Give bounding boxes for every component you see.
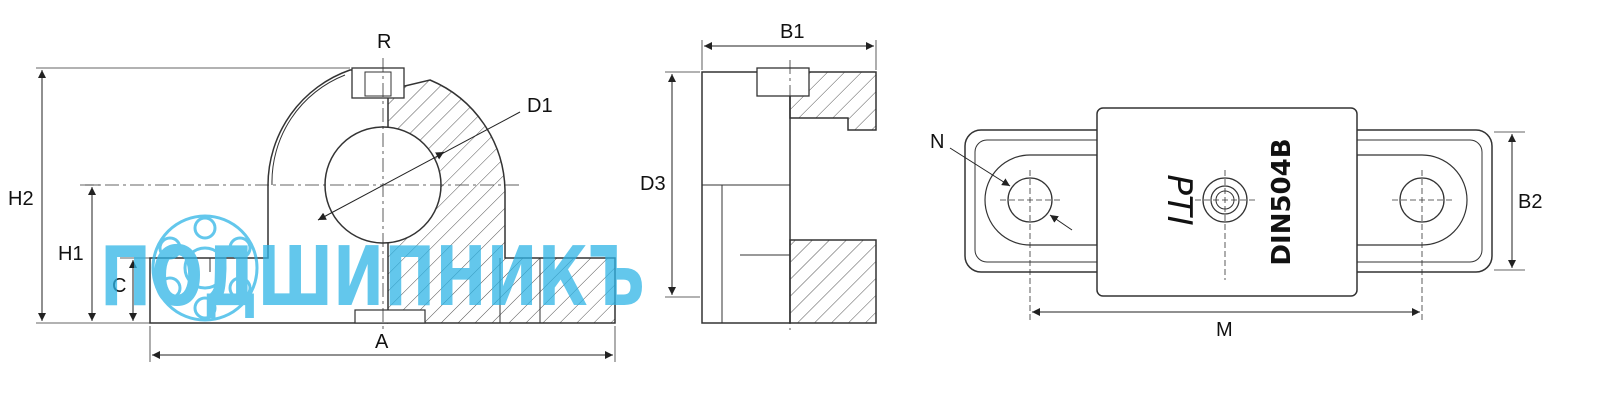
- watermark: ПОДШИПНИКЪ: [100, 214, 645, 325]
- label-a: A: [375, 331, 389, 353]
- top-view: PTI DIN504B N B2 M: [930, 107, 1542, 341]
- label-d3: D3: [640, 173, 666, 195]
- label-b2: B2: [1518, 191, 1542, 213]
- bearing-logo-icon: [151, 214, 259, 322]
- front-housing-section: [387, 79, 616, 324]
- label-r: R: [377, 31, 391, 53]
- brand-marking: PTI: [1159, 174, 1199, 225]
- model-marking: DIN504B: [1267, 138, 1297, 265]
- label-d1: D1: [527, 95, 553, 117]
- label-b1: B1: [780, 21, 804, 43]
- front-view: R D1 H2 H1 C A: [8, 31, 616, 362]
- label-n: N: [930, 131, 944, 153]
- label-h2: H2: [8, 188, 34, 210]
- watermark-text: ПОДШИПНИКЪ: [100, 230, 645, 325]
- label-c: C: [112, 275, 126, 297]
- label-m: M: [1216, 319, 1233, 341]
- label-h1: H1: [58, 243, 84, 265]
- side-view: B1 D3: [640, 21, 877, 330]
